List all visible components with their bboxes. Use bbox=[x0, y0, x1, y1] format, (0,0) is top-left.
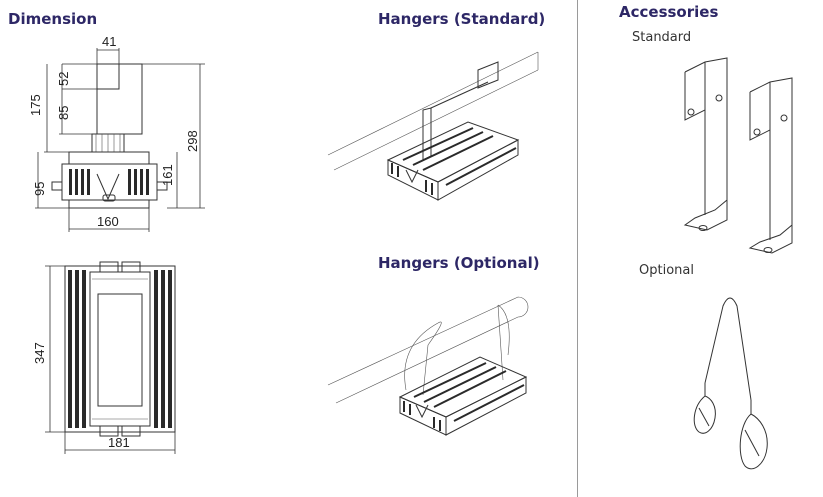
dim-85: 85 bbox=[56, 106, 71, 120]
optional-hanger-illustration bbox=[327, 296, 529, 436]
dim-298: 298 bbox=[185, 130, 200, 152]
dim-347: 347 bbox=[32, 342, 47, 364]
dim-95: 95 bbox=[32, 182, 47, 196]
accessories-heading: Accessories bbox=[619, 3, 719, 21]
optional-label: Optional bbox=[639, 263, 694, 278]
dim-160: 160 bbox=[97, 214, 119, 229]
hangers-optional-heading: Hangers (Optional) bbox=[378, 254, 540, 272]
standard-label: Standard bbox=[632, 30, 692, 45]
front-body bbox=[64, 265, 176, 433]
wire-carabiner-icon bbox=[693, 297, 768, 470]
dim-52: 52 bbox=[56, 72, 71, 86]
hangers-standard-heading: Hangers (Standard) bbox=[378, 10, 546, 28]
side-view-drawing: 41 52 175 85 298 95 161 160 bbox=[28, 34, 205, 232]
bracket-icon bbox=[683, 57, 793, 254]
section-divider bbox=[577, 0, 578, 497]
body-top bbox=[68, 151, 150, 165]
dim-181: 181 bbox=[108, 435, 130, 450]
dim-161: 161 bbox=[160, 164, 175, 186]
standard-hanger-illustration bbox=[327, 51, 539, 201]
dimension-heading: Dimension bbox=[8, 10, 98, 28]
dim-175: 175 bbox=[28, 94, 43, 116]
front-view-drawing: 347 181 bbox=[32, 261, 176, 454]
v-logo bbox=[96, 173, 120, 201]
dim-41: 41 bbox=[102, 34, 116, 49]
